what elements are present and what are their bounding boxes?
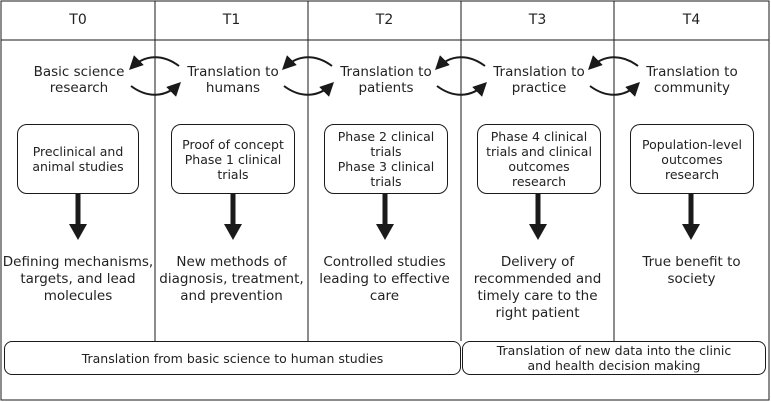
- outcome-line: Controlled studies: [323, 254, 446, 270]
- header-t2: T2: [375, 12, 394, 28]
- study-box-line: Phase 1 clinical: [184, 151, 282, 167]
- header-t1: T1: [222, 12, 241, 28]
- loop-arrow-back-4: [588, 55, 639, 70]
- study-box-line: Preclinical and: [32, 144, 124, 159]
- outcome-line: timely care to the: [477, 288, 598, 304]
- study-box-line: Phase 4 clinical: [490, 129, 588, 144]
- study-box-line: Phase 3 clinical: [337, 159, 435, 174]
- study-box-line: Phase 2 clinical: [337, 129, 435, 144]
- outcome-line: recommended and: [473, 271, 602, 287]
- study-box-line: Proof of concept: [182, 136, 284, 152]
- loop-arrow-back-3: [435, 55, 486, 70]
- stage-line: research: [49, 80, 109, 96]
- outcome-line: right patient: [495, 305, 580, 321]
- stage-line: patients: [358, 80, 414, 96]
- stage-line: Basic science: [33, 64, 125, 80]
- phase-band-line: Translation of new data into the clinic: [496, 343, 732, 358]
- outcome-line: Defining mechanisms,: [2, 254, 154, 270]
- loop-arrow-back-2: [282, 55, 333, 70]
- outcome-line: True benefit to: [642, 254, 741, 270]
- outcome-line: diagnosis, treatment,: [159, 271, 304, 287]
- outcome-line: molecules: [43, 288, 113, 304]
- stage-line: community: [653, 80, 731, 96]
- outcome-line: New methods of: [176, 254, 287, 270]
- header-t4: T4: [682, 12, 701, 28]
- header-t0: T0: [69, 12, 87, 28]
- outcome-line: society: [667, 271, 716, 287]
- stage-line: Translation to: [646, 64, 738, 80]
- loop-arrow-back-1: [129, 55, 180, 70]
- study-box-line: outcomes: [508, 159, 570, 174]
- study-box-line: trials: [217, 166, 249, 182]
- study-box-line: trials and clinical: [486, 144, 592, 159]
- study-box-line: trials: [370, 144, 402, 159]
- loop-arrow-forward-4: [589, 82, 640, 97]
- down-arrow-head-4: [682, 224, 700, 240]
- study-box-line: research: [511, 174, 567, 189]
- outcome-line: leading to effective: [319, 271, 450, 287]
- phase-band-line: Translation from basic science to human …: [81, 350, 384, 366]
- down-arrow-head-0: [69, 224, 87, 240]
- loop-arrow-forward-3: [436, 82, 487, 97]
- outcome-line: care: [369, 288, 400, 304]
- header-t3: T3: [528, 12, 547, 28]
- study-box-line: trials: [370, 174, 402, 189]
- study-box-line: animal studies: [32, 159, 124, 174]
- study-box-line: research: [664, 166, 720, 182]
- stage-line: Translation to: [340, 64, 432, 80]
- down-arrow-head-2: [376, 224, 394, 240]
- study-box-line: outcomes: [661, 151, 723, 167]
- down-arrow-head-3: [529, 224, 547, 240]
- stage-line: Translation to: [187, 64, 279, 80]
- outcome-line: targets, and lead: [20, 271, 136, 287]
- phase-band-line: and health decision making: [527, 358, 701, 373]
- stage-line: humans: [205, 80, 261, 96]
- outcome-line: Delivery of: [500, 254, 575, 270]
- loop-arrow-forward-1: [130, 82, 181, 97]
- loop-arrow-forward-2: [283, 82, 334, 97]
- stage-line: Translation to: [493, 64, 585, 80]
- stage-line: practice: [511, 80, 567, 96]
- down-arrow-head-1: [224, 224, 242, 240]
- outcome-line: and prevention: [180, 288, 283, 304]
- phase-band-basic-to-human: Translation from basic science to human …: [4, 341, 461, 375]
- study-box-line: Population-level: [642, 136, 742, 152]
